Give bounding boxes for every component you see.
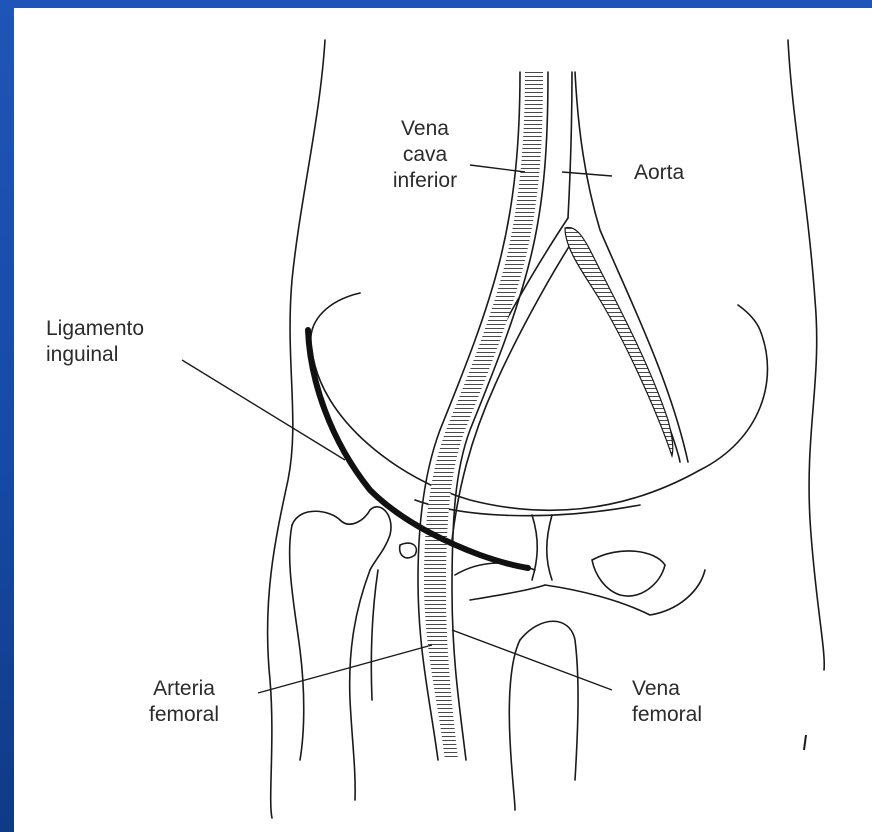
label-vena-femoral-line1: Vena (632, 676, 702, 702)
body-outline-right (788, 40, 824, 670)
thigh-inner-left (509, 640, 520, 810)
label-ligamento-inguinal: Ligamento inguinal (46, 316, 144, 368)
aorta-right-branch-hatching (565, 227, 673, 456)
aorta-wall-left (568, 72, 572, 218)
label-ligamento-line2: inguinal (46, 342, 144, 368)
label-arteria-line1: Arteria (128, 676, 240, 702)
label-vena-cava-line1: Vena (380, 116, 470, 142)
label-arteria-line2: femoral (128, 702, 240, 728)
stray-mark (804, 735, 806, 750)
label-vena-cava-line2: cava (380, 142, 470, 168)
leader-vena-femoral (452, 630, 612, 690)
leader-arteria (258, 645, 432, 693)
body-outline-left (268, 40, 325, 818)
label-vena-femoral: Vena femoral (632, 676, 702, 728)
label-arteria-femoral: Arteria femoral (128, 676, 240, 728)
thigh-left-inner-2 (371, 570, 378, 700)
symphysis-left (532, 515, 537, 580)
pubis-left (400, 543, 417, 558)
label-aorta: Aorta (634, 160, 684, 186)
thigh-inner-right (520, 621, 578, 780)
femur-head (292, 507, 391, 570)
leader-vena-cava (470, 165, 525, 172)
femur-shaft-right (350, 570, 370, 800)
label-ligamento-line1: Ligamento (46, 316, 144, 342)
pelvis-rim (311, 293, 768, 510)
pelvis-lower-left (470, 585, 545, 600)
symphysis-right (547, 515, 552, 580)
label-vena-femoral-line2: femoral (632, 702, 702, 728)
femur-shaft-left (290, 525, 304, 760)
label-vena-cava: Vena cava inferior (380, 116, 470, 194)
leader-ligamento (182, 360, 345, 460)
pelvis-lower-right (545, 570, 705, 615)
obturator-right (592, 551, 665, 596)
label-vena-cava-line3: inferior (380, 168, 470, 194)
